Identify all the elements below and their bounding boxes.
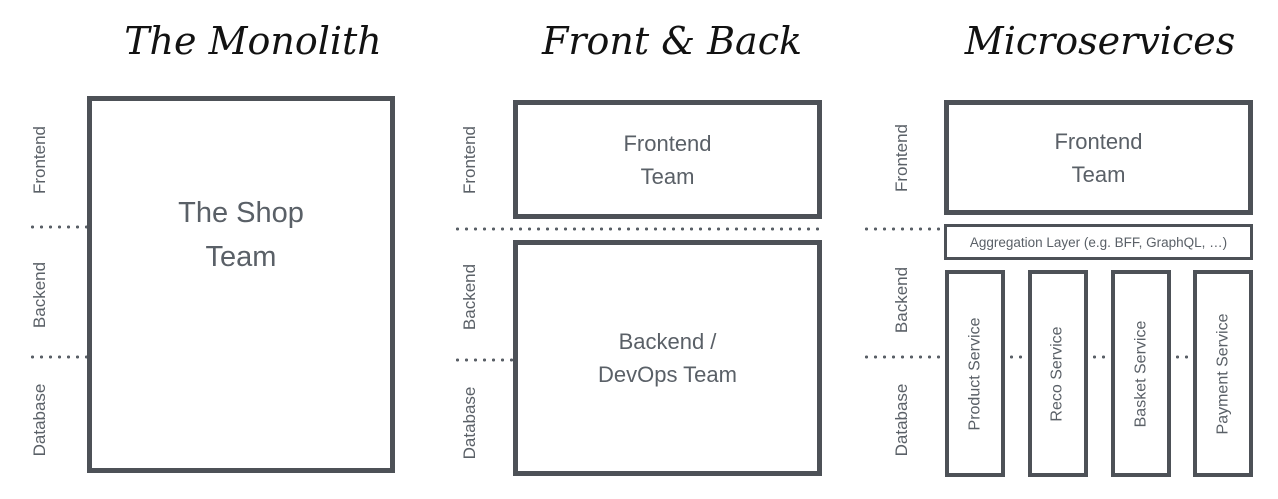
layer-divider-dotted (28, 355, 88, 359)
frontend-team-box: Frontend Team (944, 100, 1253, 215)
service-gap-dotted (1090, 355, 1109, 359)
aggregation-layer-box: Aggregation Layer (e.g. BFF, GraphQL, …) (944, 224, 1253, 260)
monolith-team-label: The Shop Team (178, 197, 304, 273)
layer-divider-dotted (862, 227, 942, 231)
panel-title-microservices: Microservices (964, 19, 1236, 63)
layer-label-frontend: Frontend (892, 123, 911, 193)
service-box-payment: Payment Service (1193, 270, 1253, 477)
service-box-product: Product Service (945, 270, 1005, 477)
layer-divider-dotted (453, 358, 513, 362)
layer-label-database: Database (460, 386, 479, 460)
service-label-basket: Basket Service (1132, 320, 1149, 427)
backend-devops-team-box: Backend / DevOps Team (513, 240, 822, 476)
service-gap-dotted (1173, 355, 1191, 359)
service-label-product: Product Service (966, 317, 983, 430)
backend-devops-team-label: Backend / DevOps Team (598, 329, 737, 387)
service-label-payment: Payment Service (1214, 313, 1231, 434)
frontend-team-label: Frontend Team (1054, 128, 1143, 187)
service-box-basket: Basket Service (1111, 270, 1171, 477)
service-box-reco: Reco Service (1028, 270, 1088, 477)
layer-label-database: Database (30, 383, 49, 457)
panel-title-front-back: Front & Back (541, 19, 803, 63)
layer-divider-dotted (862, 355, 942, 359)
panel-title-monolith: The Monolith (124, 19, 382, 63)
layer-divider-dotted (28, 225, 88, 229)
frontend-team-label: Frontend Team (623, 130, 712, 189)
frontend-team-box: Frontend Team (513, 100, 822, 219)
layer-divider-dotted-full (453, 227, 825, 231)
monolith-team-box: The Shop Team (87, 96, 395, 473)
layer-label-frontend: Frontend (460, 125, 479, 195)
layer-label-database: Database (892, 383, 911, 457)
service-gap-dotted (1007, 355, 1026, 359)
aggregation-layer-label: Aggregation Layer (e.g. BFF, GraphQL, …) (969, 234, 1228, 250)
service-label-reco: Reco Service (1049, 325, 1066, 422)
